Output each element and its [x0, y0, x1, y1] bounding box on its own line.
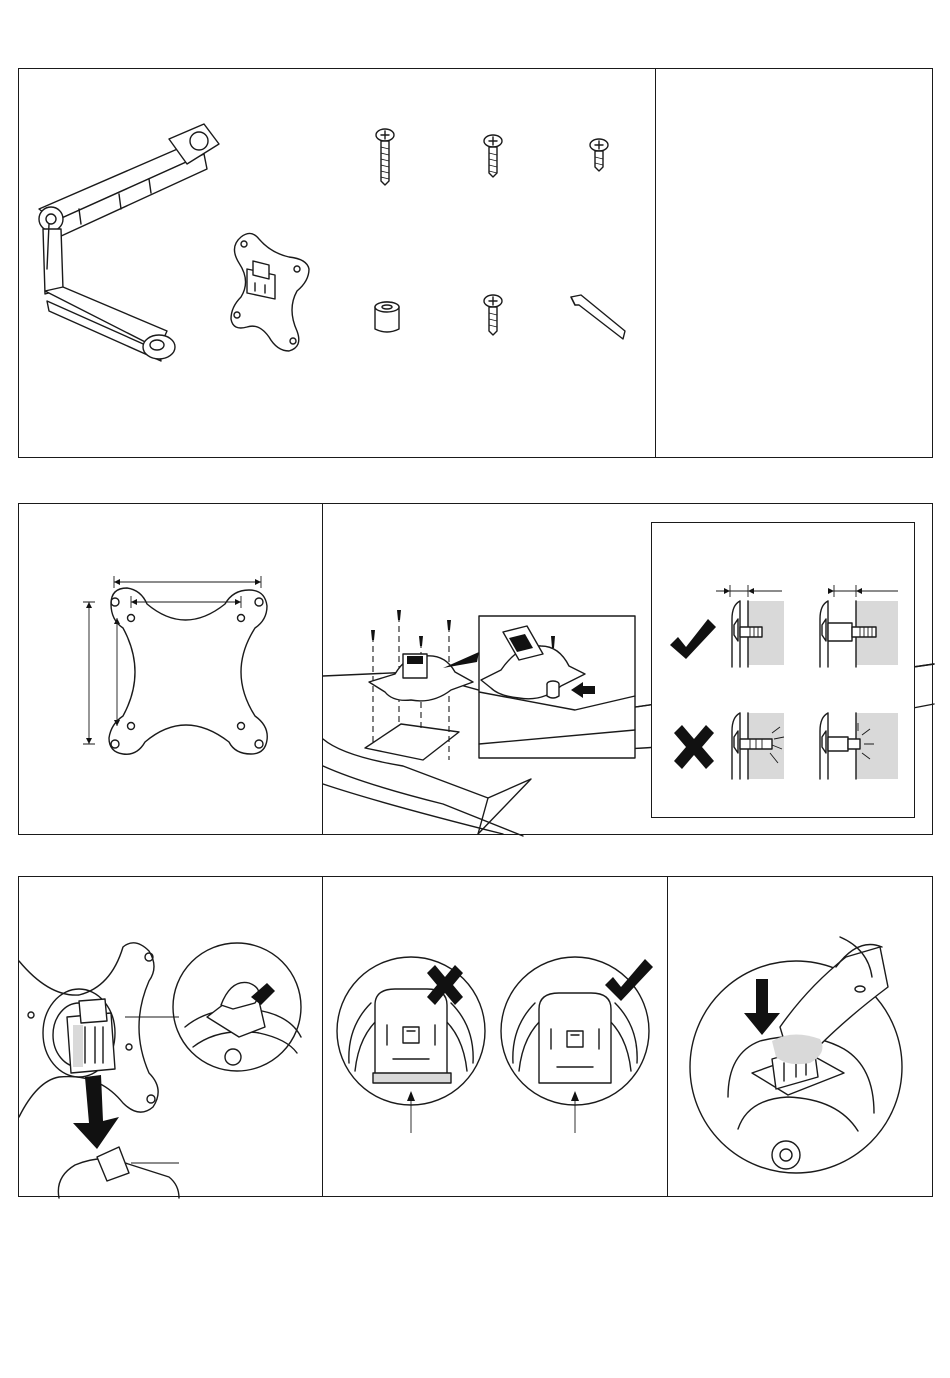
arrow-icon	[73, 1075, 119, 1149]
latch-check-diagram	[323, 877, 670, 1198]
plate-attach-panel	[322, 503, 933, 835]
allen-key-icon	[571, 295, 625, 339]
check-icon	[670, 619, 716, 659]
spacer-icon	[375, 302, 399, 332]
vesa-bracket-illustration	[231, 233, 309, 351]
parts-illustration	[19, 69, 658, 459]
vesa-plate-panel	[18, 503, 324, 835]
cross-icon	[674, 725, 714, 769]
screw-medium-icon	[484, 295, 502, 335]
press-latch-diagram	[668, 877, 934, 1198]
parts-panel	[18, 68, 657, 458]
press-latch-panel	[667, 876, 933, 1197]
parts-notes-panel	[655, 68, 933, 458]
latch-check-panel	[322, 876, 669, 1197]
screw-long-icon	[376, 129, 394, 185]
vesa-plate-diagram	[19, 504, 325, 836]
screw-short-icon	[590, 139, 608, 171]
screw-depth-diagram	[652, 523, 916, 819]
screw-depth-guide	[651, 522, 915, 818]
screw-medium-icon	[484, 135, 502, 177]
insert-plate-panel	[18, 876, 324, 1197]
insert-plate-diagram	[19, 877, 325, 1198]
monitor-arm-illustration	[39, 124, 219, 361]
